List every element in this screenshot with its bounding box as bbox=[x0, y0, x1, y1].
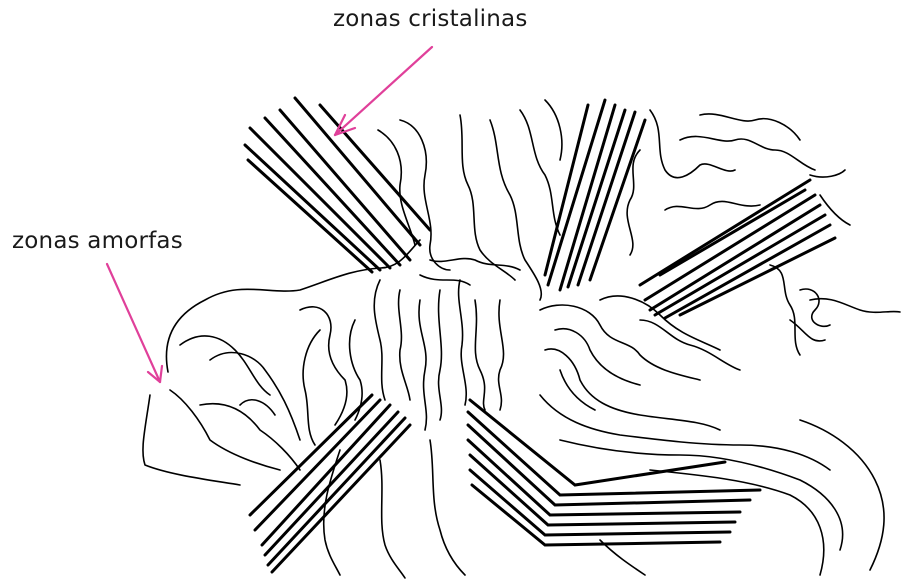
annotation-arrows bbox=[107, 47, 432, 382]
amorphous-chain bbox=[303, 330, 320, 445]
crystalline-chain bbox=[245, 145, 380, 270]
crystalline-chain bbox=[640, 180, 810, 285]
amorphous-chain bbox=[430, 440, 465, 575]
crystalline-bundle-bottom-center bbox=[468, 400, 760, 545]
crystalline-chain bbox=[262, 405, 390, 545]
amorphous-arrow bbox=[107, 264, 162, 382]
amorphous-chain bbox=[439, 290, 442, 420]
crystalline-bundles bbox=[245, 98, 835, 572]
amorphous-chain bbox=[665, 201, 760, 210]
amorphous-chain bbox=[240, 400, 275, 415]
crystalline-chain bbox=[655, 215, 825, 315]
amorphous-chain bbox=[640, 320, 740, 370]
amorphous-chain bbox=[475, 300, 485, 410]
amorphous-chain bbox=[800, 289, 830, 326]
amorphous-chain bbox=[520, 110, 560, 235]
amorphous-chain bbox=[545, 349, 720, 430]
amorphous-chain bbox=[770, 265, 800, 355]
amorphous-chain bbox=[810, 299, 900, 313]
amorphous-chain bbox=[170, 390, 280, 470]
amorphous-chain bbox=[700, 114, 800, 140]
amorphous-chain bbox=[380, 460, 405, 578]
amorphous-chain bbox=[540, 305, 700, 380]
amorphous-chain bbox=[180, 336, 270, 395]
amorphous-chain bbox=[540, 395, 830, 470]
amorphous-chain bbox=[810, 170, 845, 177]
amorphous-chains bbox=[143, 100, 900, 578]
crystalline-chain bbox=[320, 105, 430, 230]
amorphous-chain bbox=[459, 280, 467, 405]
amorphous-chain bbox=[800, 420, 884, 570]
amorphous-chain bbox=[399, 290, 410, 400]
amorphous-chain bbox=[460, 115, 515, 280]
amorphous-chain bbox=[210, 353, 300, 440]
crystalline-bundle-top-left bbox=[245, 98, 430, 272]
crystalline-chain bbox=[468, 412, 760, 495]
crystalline-bundle-right bbox=[640, 180, 835, 318]
crystalline-chain bbox=[250, 128, 390, 268]
amorphous-chain bbox=[420, 275, 470, 285]
crystalline-chain bbox=[250, 395, 372, 515]
amorphous-chain bbox=[560, 370, 595, 410]
amorphous-chain bbox=[374, 280, 385, 400]
crystalline-arrow bbox=[335, 47, 432, 135]
amorphous-chain bbox=[400, 120, 450, 270]
amorphous-chain bbox=[820, 195, 850, 225]
amorphous-chain bbox=[545, 100, 562, 160]
amorphous-chain bbox=[499, 300, 504, 410]
amorphous-chain bbox=[143, 395, 240, 485]
amorphous-chain bbox=[419, 300, 426, 430]
amorphous-chain bbox=[650, 110, 735, 178]
crystalline-chain bbox=[272, 425, 410, 572]
crystalline-chain bbox=[590, 120, 645, 280]
